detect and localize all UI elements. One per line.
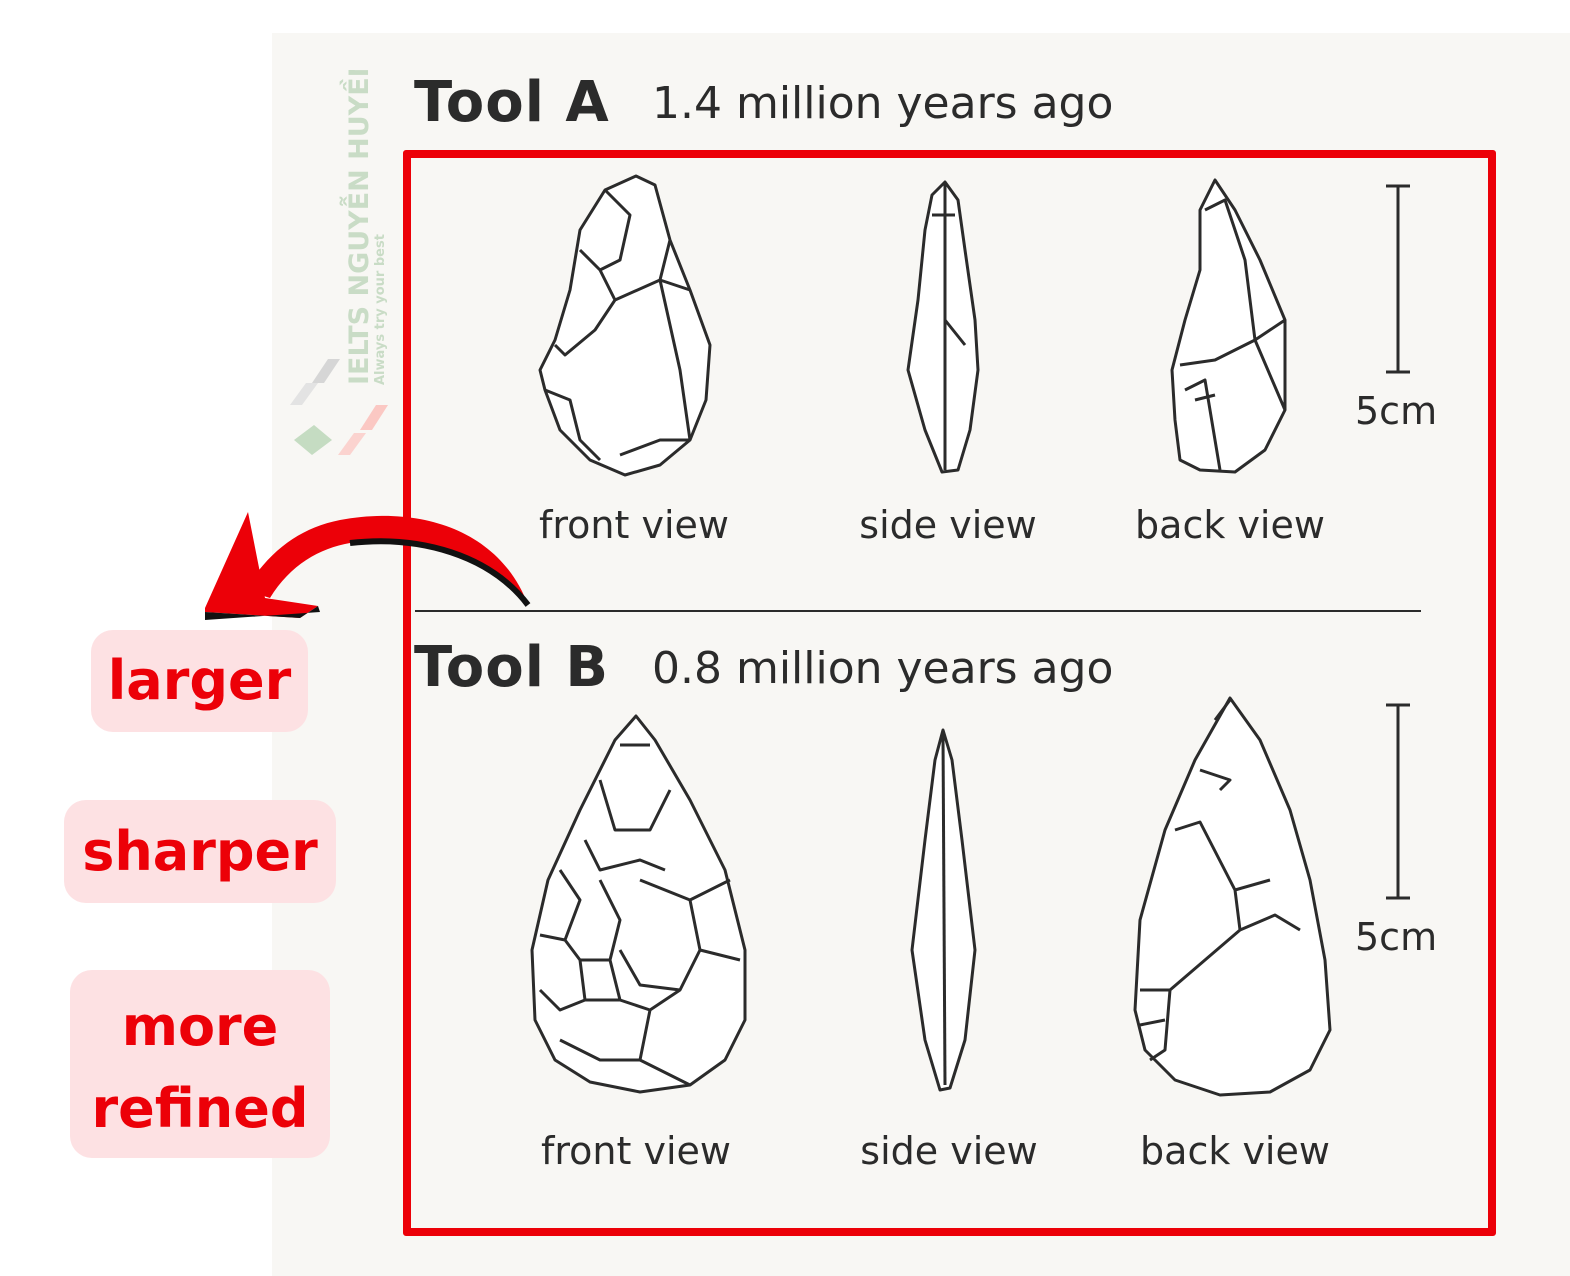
tool-a-age: 1.4 million years ago: [652, 78, 1114, 129]
tool-b-back-drawing: [1133, 696, 1332, 1097]
highlight-frame: [403, 150, 1496, 1236]
tool-a-scale-label: 5cm: [1355, 389, 1438, 433]
tool-b-front-label: front view: [541, 1129, 731, 1173]
tool-a-back-label: back view: [1135, 503, 1325, 547]
curved-arrow-icon: [205, 512, 531, 620]
logo-tiles: [290, 359, 388, 455]
tool-b-front-drawing: [530, 714, 747, 1094]
tool-b-side-label: side view: [860, 1129, 1038, 1173]
watermark-logo: IELTS NGUYỄN HUYỀN Always try your best: [330, 70, 390, 400]
diagram-panel: [272, 33, 1570, 1276]
tool-a-title: Tool A: [414, 70, 610, 135]
note-larger: larger: [91, 630, 308, 732]
svg-text:Always try your best: Always try your best: [373, 234, 388, 385]
svg-text:IELTS NGUYỄN HUYỀN: IELTS NGUYỄN HUYỀN: [339, 70, 375, 385]
note-more-refined: more refined: [70, 970, 330, 1158]
tool-b-age: 0.8 million years ago: [652, 643, 1114, 694]
tool-a-front-label: front view: [539, 503, 729, 547]
note-sharper: sharper: [64, 800, 336, 903]
tool-a-back-drawing: [1170, 178, 1287, 474]
scale-bar-a: [1386, 184, 1410, 374]
tool-b-scale-label: 5cm: [1355, 915, 1438, 959]
scale-bar-b: [1386, 703, 1410, 900]
tool-a-side-drawing: [906, 180, 980, 474]
tool-b-side-drawing: [910, 728, 977, 1092]
section-divider: [415, 610, 1421, 612]
tool-a-side-label: side view: [859, 503, 1037, 547]
tool-b-title: Tool B: [414, 635, 610, 700]
tool-b-back-label: back view: [1140, 1129, 1330, 1173]
tool-a-front-drawing: [538, 174, 712, 477]
